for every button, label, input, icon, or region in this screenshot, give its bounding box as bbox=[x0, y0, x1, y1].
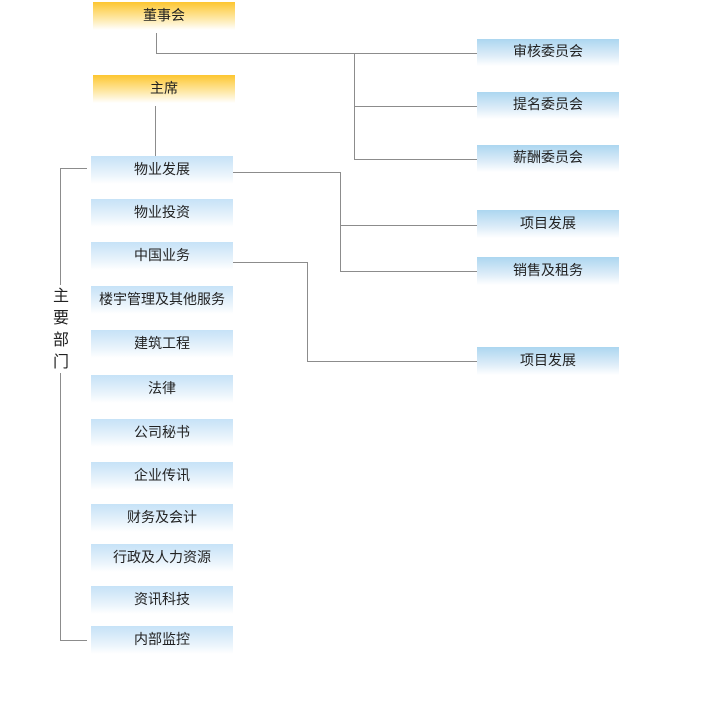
department-box[interactable]: 建筑工程 bbox=[91, 330, 233, 358]
department-box[interactable]: 法律 bbox=[91, 375, 233, 403]
department-box[interactable]: 企业传讯 bbox=[91, 462, 233, 490]
department-box[interactable]: 财务及会计 bbox=[91, 504, 233, 532]
department-box[interactable]: 内部监控 bbox=[91, 626, 233, 654]
connector bbox=[354, 159, 477, 160]
board-box[interactable]: 董事会 bbox=[93, 2, 235, 30]
connector bbox=[340, 225, 477, 226]
connector bbox=[307, 361, 477, 362]
department-box[interactable]: 行政及人力资源 bbox=[91, 544, 233, 572]
chairman-box[interactable]: 主席 bbox=[93, 75, 235, 103]
connector bbox=[307, 262, 308, 361]
connector bbox=[340, 271, 477, 272]
departments-bracket bbox=[60, 168, 61, 640]
department-box[interactable]: 中国业务 bbox=[91, 242, 233, 270]
connector bbox=[233, 172, 340, 173]
department-box[interactable]: 物业投资 bbox=[91, 199, 233, 227]
departments-label: 主要部门 bbox=[50, 285, 72, 373]
department-box[interactable]: 资讯科技 bbox=[91, 586, 233, 614]
project-development-box[interactable]: 项目发展 bbox=[477, 210, 619, 238]
connector bbox=[156, 53, 477, 54]
connector bbox=[60, 640, 87, 641]
connector bbox=[156, 33, 157, 53]
connector bbox=[233, 262, 307, 263]
audit-committee-box[interactable]: 审核委员会 bbox=[477, 39, 619, 66]
connector bbox=[340, 172, 341, 271]
nomination-committee-box[interactable]: 提名委员会 bbox=[477, 92, 619, 119]
department-box[interactable]: 公司秘书 bbox=[91, 419, 233, 447]
department-box[interactable]: 楼宇管理及其他服务 bbox=[91, 286, 233, 314]
connector bbox=[60, 168, 87, 169]
china-project-development-box[interactable]: 项目发展 bbox=[477, 347, 619, 375]
remuneration-committee-box[interactable]: 薪酬委员会 bbox=[477, 145, 619, 172]
sales-leasing-box[interactable]: 销售及租务 bbox=[477, 257, 619, 285]
department-box[interactable]: 物业发展 bbox=[91, 156, 233, 184]
connector bbox=[354, 106, 477, 107]
connector bbox=[155, 106, 156, 156]
